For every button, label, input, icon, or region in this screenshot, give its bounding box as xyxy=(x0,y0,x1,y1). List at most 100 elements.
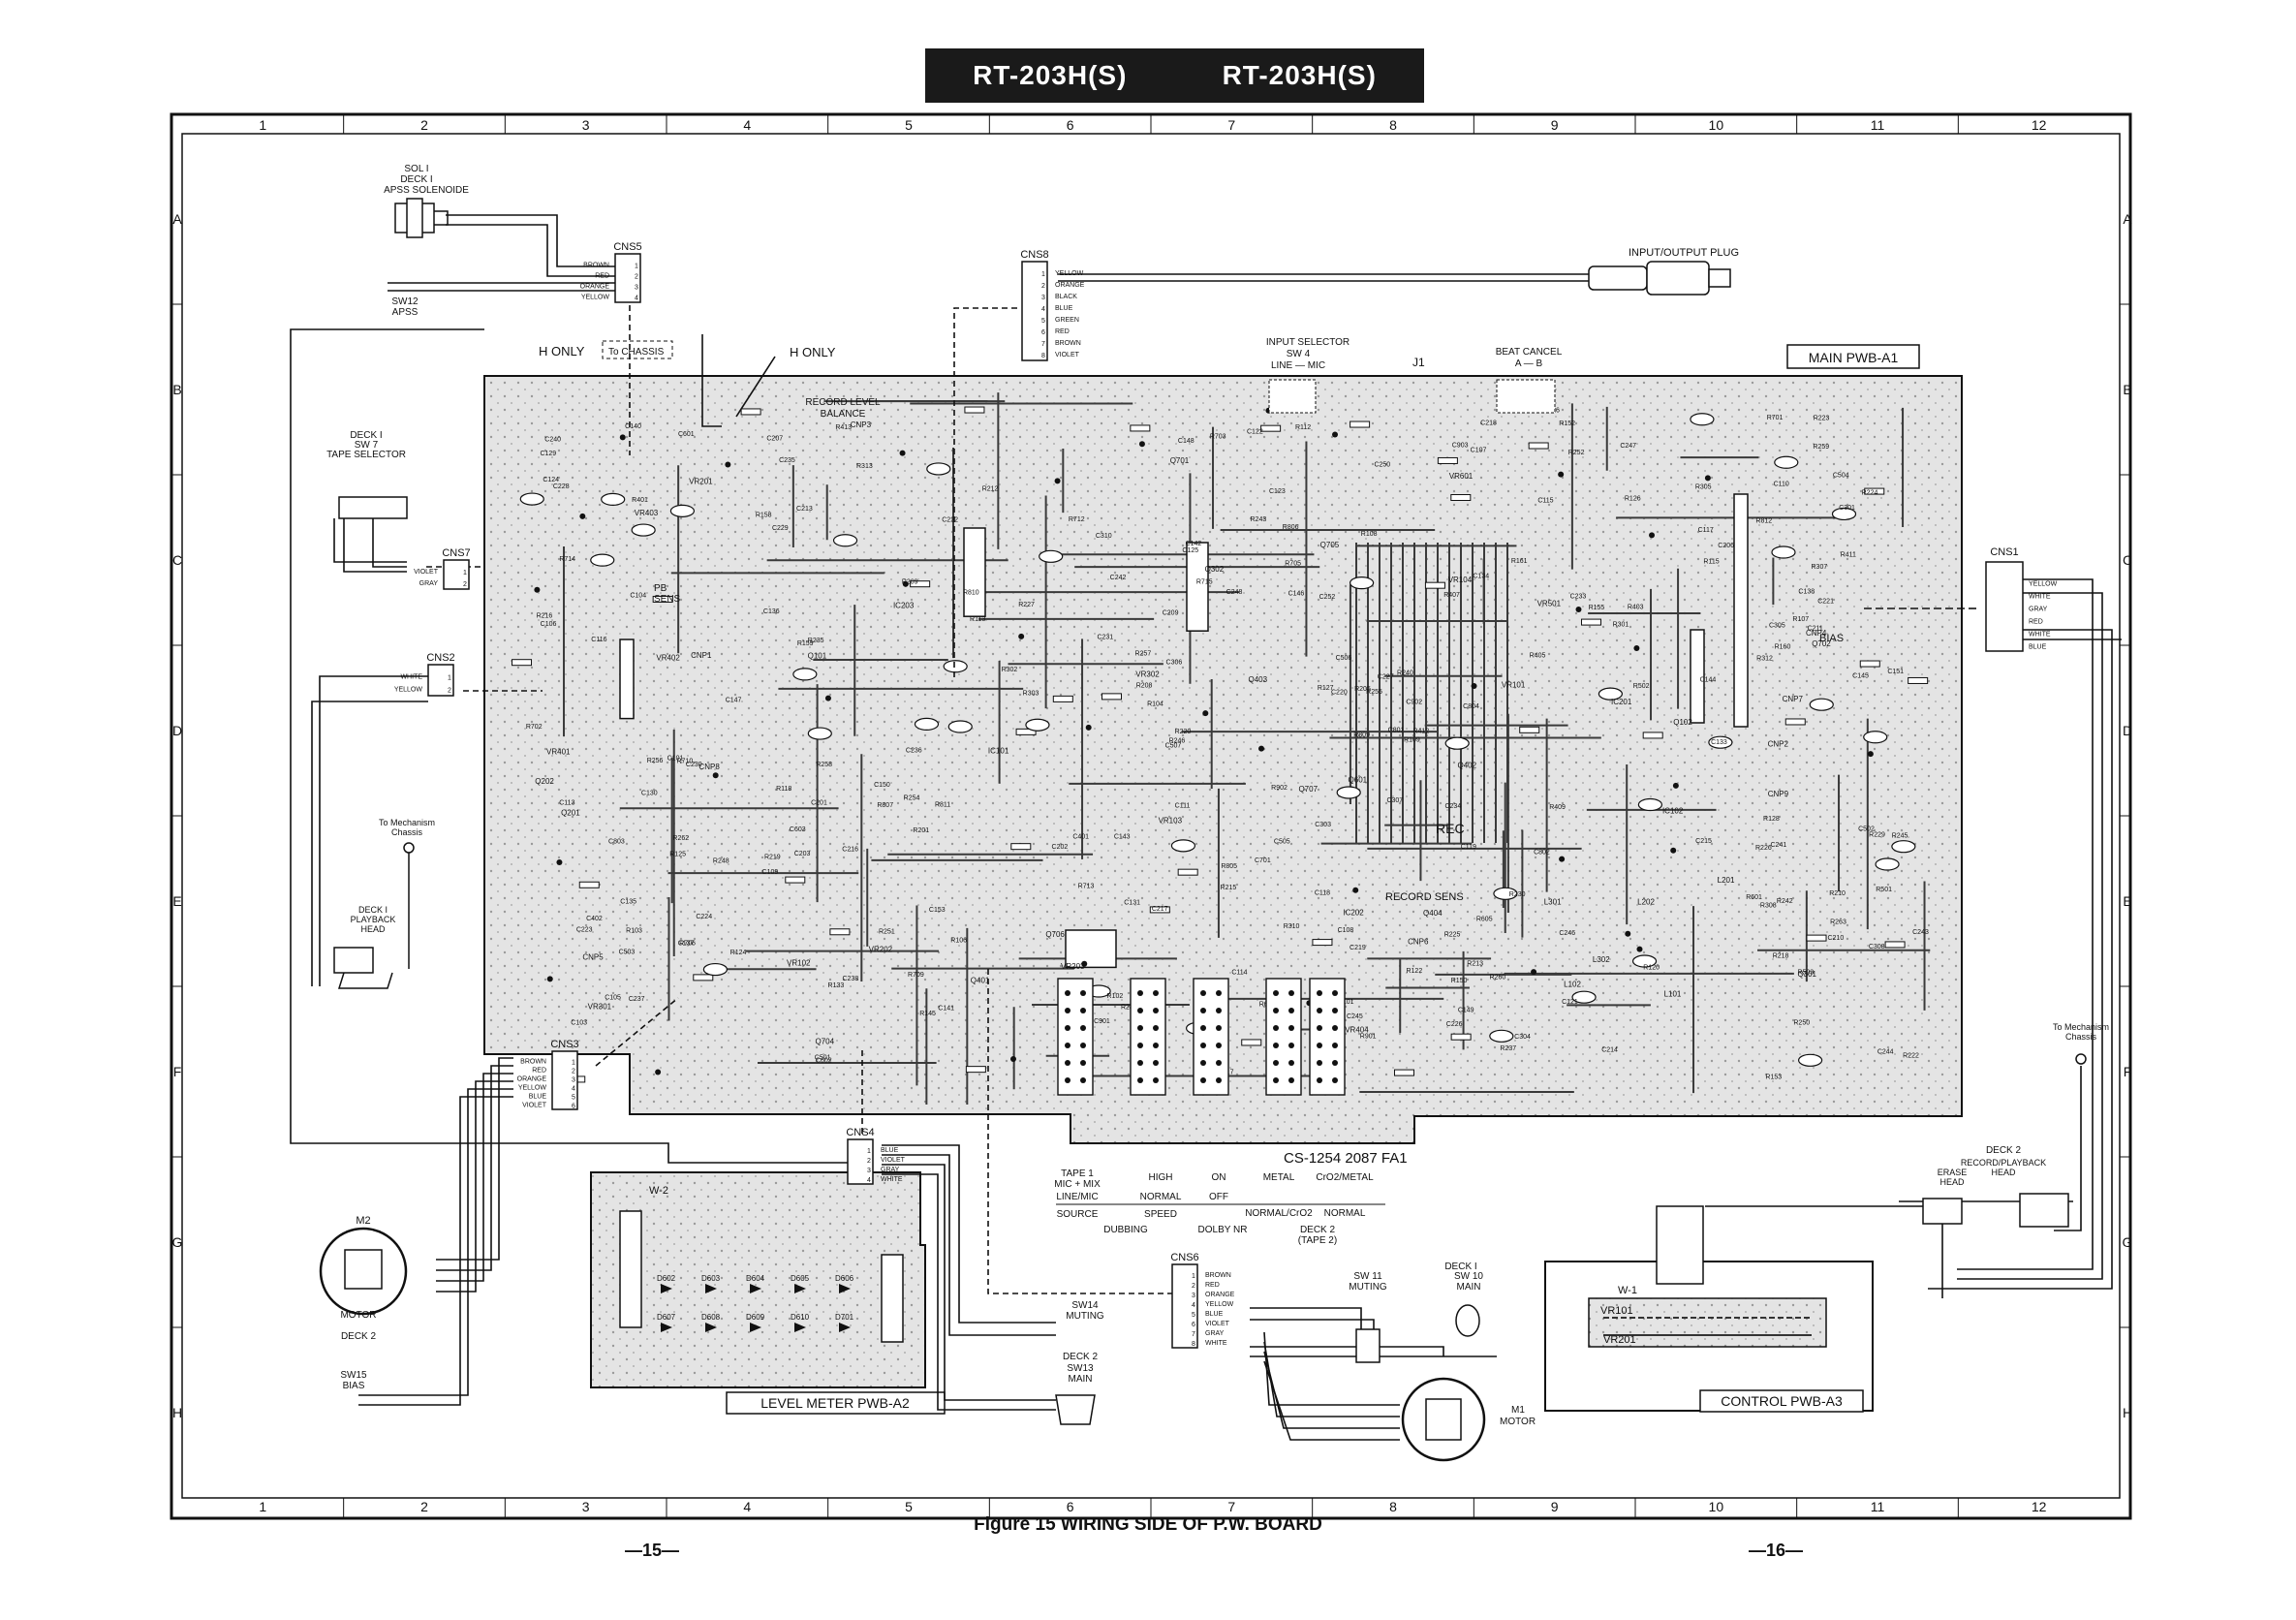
grid-col-bottom-11: 11 xyxy=(1871,1499,1885,1514)
cns2-pin-2: 2 xyxy=(448,688,451,695)
ref-R155: R155 xyxy=(1589,605,1605,611)
cns2-wire-1: WHITE xyxy=(400,674,422,681)
ref-R101: R101 xyxy=(1338,999,1354,1006)
grid-col-bottom-12: 12 xyxy=(2032,1499,2047,1514)
sw4-l2: NORMAL/CrO2 xyxy=(1245,1208,1313,1219)
slide-switch-2 xyxy=(1130,978,1166,1096)
grid-col-bottom-2: 2 xyxy=(420,1499,428,1514)
ref-VR203: VR203 xyxy=(1061,962,1085,971)
cns6-label: CNS6 xyxy=(1170,1252,1198,1263)
transistor xyxy=(947,720,973,733)
ref-C130: C130 xyxy=(641,791,658,797)
ref-C216: C216 xyxy=(842,847,858,854)
input-selector-l1: INPUT SELECTOR xyxy=(1266,337,1350,348)
resistor xyxy=(1908,676,1929,684)
ref-C115: C115 xyxy=(1537,497,1553,504)
ref-C601: C601 xyxy=(678,431,695,438)
transistor xyxy=(669,504,696,517)
cns8-wire-5: GREEN xyxy=(1055,317,1079,324)
resistor xyxy=(1784,718,1806,726)
resistor xyxy=(1052,695,1073,702)
deck2-sw13-l3: MAIN xyxy=(1069,1374,1093,1385)
solder-pad xyxy=(1633,645,1640,652)
deck2-sw13-l1: DECK 2 xyxy=(1063,1352,1099,1362)
ref-R220: R220 xyxy=(1175,729,1192,735)
ref-R153: R153 xyxy=(1765,1075,1782,1081)
cns4-pin-2: 2 xyxy=(867,1158,871,1165)
resistor xyxy=(1437,456,1458,464)
ref-D608: D608 xyxy=(701,1313,721,1322)
ref-C902: C902 xyxy=(1406,700,1422,706)
diode-icon xyxy=(750,1323,761,1332)
cns6-pin-5: 5 xyxy=(1192,1312,1195,1319)
sw14-l1: SW14 xyxy=(1071,1300,1099,1311)
ref-C105: C105 xyxy=(605,995,621,1002)
ref-C803: C803 xyxy=(608,839,625,846)
ref-D604: D604 xyxy=(746,1274,765,1283)
transistor xyxy=(631,523,656,537)
grid-row-left-H: H xyxy=(172,1405,182,1420)
ref-R107: R107 xyxy=(1792,616,1809,623)
ref-C501: C501 xyxy=(815,1054,831,1061)
sw1-l2: MIC + MIX xyxy=(1054,1179,1101,1190)
transistor xyxy=(832,534,858,547)
ref-C214: C214 xyxy=(1601,1046,1618,1053)
ref-VR301: VR301 xyxy=(588,1003,612,1012)
ref-Q706: Q706 xyxy=(1045,930,1065,939)
ref-R229: R229 xyxy=(1869,831,1885,838)
ref-C109: C109 xyxy=(762,869,779,876)
ref-R413: R413 xyxy=(835,424,852,431)
input-selector-l3: LINE — MIC xyxy=(1271,360,1325,371)
transistor xyxy=(1571,990,1597,1004)
m1-motor-label: MOTOR xyxy=(1500,1417,1536,1427)
cns3-pin-6: 6 xyxy=(572,1104,575,1110)
ref-C106: C106 xyxy=(541,621,557,628)
grid-col-top-8: 8 xyxy=(1389,117,1397,133)
ref-CNP3: CNP3 xyxy=(851,421,872,429)
ref-Q707: Q707 xyxy=(1298,785,1318,794)
cns1-wire-2: WHITE xyxy=(2029,594,2051,601)
to-chassis: To CHASSIS xyxy=(608,347,665,358)
ref-C143: C143 xyxy=(1114,834,1131,841)
cns3-wire-2: RED xyxy=(532,1068,546,1075)
solder-pad xyxy=(1352,887,1359,893)
ref-R714: R714 xyxy=(559,556,575,563)
solder-pad xyxy=(1202,710,1209,717)
ref-IC201: IC201 xyxy=(1611,698,1632,706)
resistor xyxy=(1241,1039,1262,1046)
solder-pad xyxy=(1018,633,1025,639)
dolby-nr-label: DOLBY NR xyxy=(1198,1225,1248,1235)
ref-L201: L201 xyxy=(1718,876,1735,885)
resistor xyxy=(1130,424,1151,432)
solder-pad xyxy=(1471,683,1477,690)
ref-R133: R133 xyxy=(828,982,845,989)
transistor xyxy=(1831,507,1857,521)
ref-L102: L102 xyxy=(1564,980,1581,988)
cns8-pin-5: 5 xyxy=(1041,318,1045,325)
ref-C502: C502 xyxy=(1858,826,1875,832)
ref-C133: C133 xyxy=(1711,739,1727,746)
ref-R259: R259 xyxy=(1813,444,1829,451)
ref-R160: R160 xyxy=(1775,643,1791,650)
ref-C246: C246 xyxy=(1559,930,1575,937)
ref-C801: C801 xyxy=(1388,728,1405,734)
ref-R215: R215 xyxy=(1221,885,1237,891)
diode-icon xyxy=(839,1323,851,1332)
ref-CNP6: CNP6 xyxy=(1408,938,1429,947)
grid-row-left-E: E xyxy=(172,893,181,909)
to-mech-left-l1: To Mechanism xyxy=(379,818,435,827)
ref-R310: R310 xyxy=(1284,923,1300,930)
cns7-pin-2: 2 xyxy=(463,581,467,588)
cns1-label: CNS1 xyxy=(1990,546,2018,558)
ref-L101: L101 xyxy=(1664,989,1682,998)
ref-Q702: Q702 xyxy=(1812,639,1831,648)
grid-col-bottom-10: 10 xyxy=(1709,1499,1724,1514)
sw12-l1: SW12 xyxy=(391,296,419,307)
ref-D606: D606 xyxy=(835,1274,854,1283)
deck2-tape2-l1: DECK 2 xyxy=(1300,1225,1336,1235)
ic-chip xyxy=(1186,542,1209,632)
sw10-l1: SW 10 xyxy=(1454,1271,1483,1282)
solder-pad xyxy=(1531,969,1537,976)
ic-chip xyxy=(1733,493,1749,728)
